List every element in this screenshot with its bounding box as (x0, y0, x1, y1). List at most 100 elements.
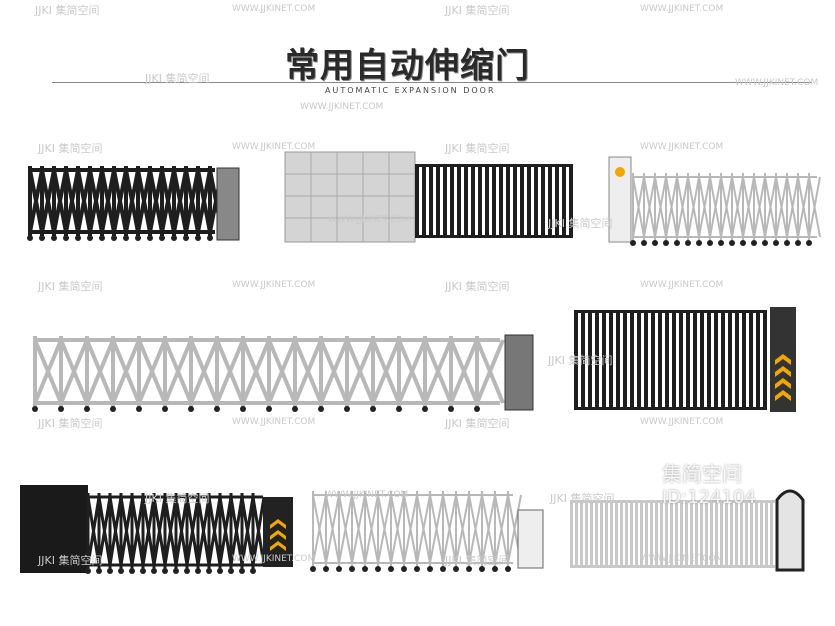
wheel (162, 406, 168, 412)
bar (686, 310, 690, 410)
scissor-arm (687, 176, 700, 238)
scissor-arm (111, 339, 141, 404)
wheel (87, 235, 93, 241)
wheel (84, 406, 90, 412)
gate-black-bars-warning (574, 307, 796, 412)
bar (715, 500, 718, 568)
bar (710, 500, 713, 568)
watermark-url: WWW.JJKINET.COM (640, 4, 724, 14)
bar (650, 500, 653, 568)
scissor-arm (338, 494, 353, 564)
wheel (184, 568, 190, 574)
wheel (51, 235, 57, 241)
bar (760, 500, 763, 568)
bar (422, 164, 426, 238)
bar (450, 164, 454, 238)
wheel (217, 568, 223, 574)
scissor-arm (251, 496, 266, 566)
scissor-arm (364, 494, 379, 564)
wheel (123, 235, 129, 241)
scissor-arm (397, 339, 427, 404)
scissor-arm (507, 494, 522, 564)
overlay-id: ID:124104 (662, 487, 756, 508)
wheel (751, 240, 757, 246)
control-box (770, 307, 796, 412)
scissor-arm (215, 339, 245, 404)
bar (581, 310, 585, 410)
wheel (362, 566, 368, 572)
bar (749, 310, 753, 410)
bar (728, 310, 732, 410)
bar (457, 164, 461, 238)
gate-grey-panel-black-bars (284, 151, 573, 243)
scissor-arm (468, 494, 483, 564)
wheel (292, 406, 298, 412)
bar (756, 310, 760, 410)
wheel (240, 406, 246, 412)
bar (580, 500, 583, 568)
bar (658, 310, 662, 410)
watermark-url: WWW.JJKINET.COM (325, 490, 409, 500)
watermark-brand: JJKI 集简空间 (548, 354, 613, 367)
bar (630, 500, 633, 568)
scissor-arm (293, 339, 323, 404)
scissor-arm (455, 494, 470, 564)
wheel (310, 566, 316, 572)
bar (485, 164, 489, 238)
bar (478, 164, 482, 238)
wheel (448, 406, 454, 412)
scissor-arm (709, 176, 722, 238)
wheel (228, 568, 234, 574)
wheel (147, 235, 153, 241)
wheel (162, 568, 168, 574)
scissor-arm (764, 176, 777, 238)
wheel (414, 566, 420, 572)
scissor-arm (632, 176, 645, 238)
wheel (685, 240, 691, 246)
bar (595, 500, 598, 568)
scissor-arm (731, 176, 744, 238)
wheel (795, 240, 801, 246)
scissor-arm (240, 496, 255, 566)
scissor-arm (119, 496, 134, 566)
wheel (492, 566, 498, 572)
bar (672, 310, 676, 410)
bar (730, 500, 733, 568)
watermark-url: WWW.JJKINET.COM (232, 554, 316, 564)
bar (499, 164, 503, 238)
wheel (173, 568, 179, 574)
bar (562, 164, 566, 238)
gate-black-scissor-1 (27, 166, 240, 241)
scissor-arm (654, 176, 667, 238)
warning-chevron (270, 541, 286, 551)
bar (640, 500, 643, 568)
scissor-arm (475, 339, 505, 404)
bar (745, 500, 748, 568)
scissor-arm (85, 339, 115, 404)
wheel (135, 235, 141, 241)
scissor-arm (720, 176, 733, 238)
wheel (773, 240, 779, 246)
wheel (195, 568, 201, 574)
scissor-arm (429, 494, 444, 564)
wheel (505, 566, 511, 572)
bar (541, 164, 545, 238)
wheel (239, 568, 245, 574)
watermark-url: WWW.JJKINET.COM (640, 417, 724, 427)
wheel (110, 406, 116, 412)
scissor-arm (59, 339, 89, 404)
bar (610, 500, 613, 568)
wheel (422, 406, 428, 412)
wheel (674, 240, 680, 246)
bar (690, 500, 693, 568)
scissor-arm (174, 496, 189, 566)
top-rail (574, 310, 767, 313)
scissor-arm (189, 339, 219, 404)
watermark-url: WWW.JJKINET.COM (232, 417, 316, 427)
bar (506, 164, 510, 238)
wheel (32, 406, 38, 412)
wheel (707, 240, 713, 246)
wheel (453, 566, 459, 572)
watermark-brand: JJKI 集简空间 (35, 4, 100, 17)
scissor-arm (241, 339, 271, 404)
